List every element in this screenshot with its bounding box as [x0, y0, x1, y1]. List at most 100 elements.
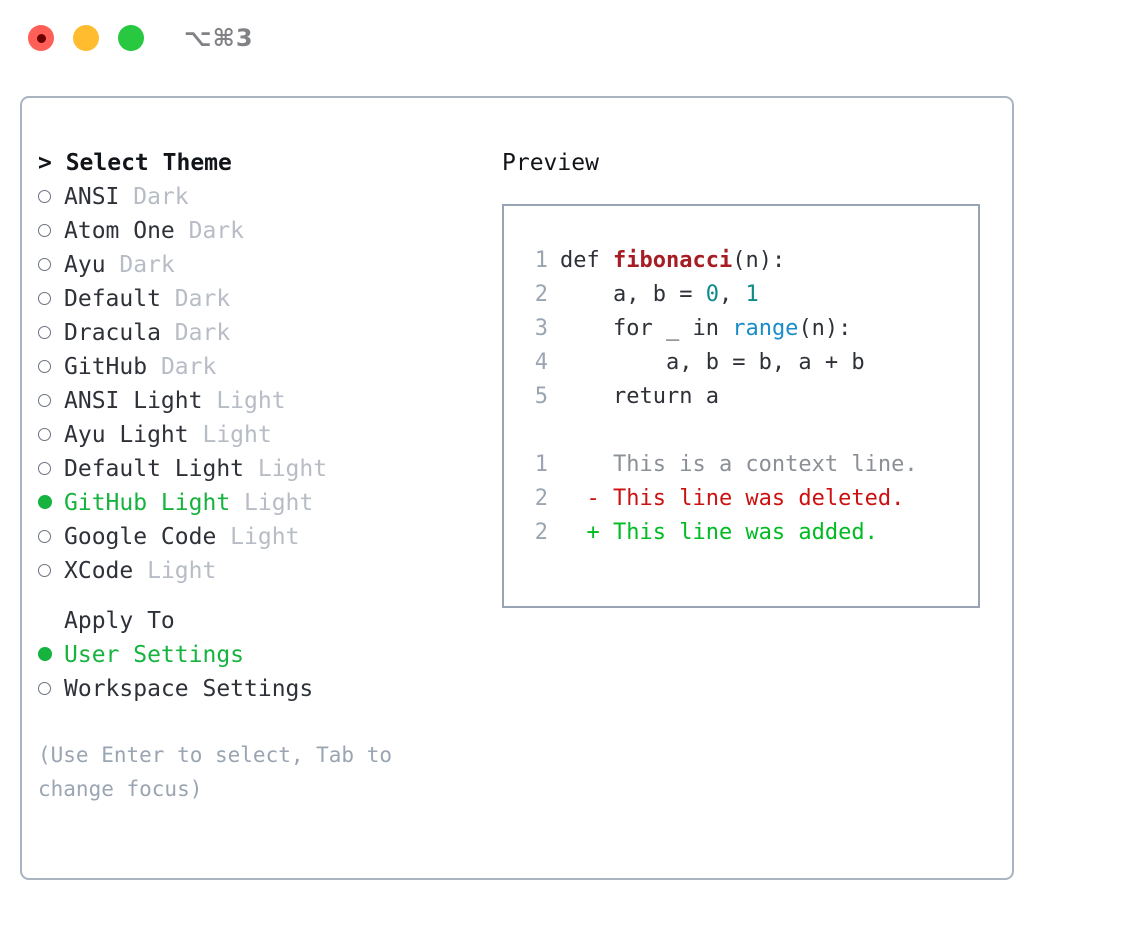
code-token-plain: return a: [612, 384, 719, 409]
theme-list-item[interactable]: Default Dark: [38, 282, 490, 316]
radio-unselected-icon: [38, 316, 64, 350]
radio-empty-glyph: [38, 360, 51, 373]
theme-name: ANSI: [64, 184, 120, 210]
radio-empty-glyph: [38, 326, 51, 339]
radio-empty-glyph: [38, 682, 51, 695]
theme-list-item[interactable]: Atom One Dark: [38, 214, 490, 248]
apply-to-option[interactable]: User Settings: [38, 638, 490, 672]
radio-empty-glyph: [38, 258, 51, 271]
keyboard-hint-text: (Use Enter to select, Tab to change focu…: [38, 743, 405, 801]
theme-list-item[interactable]: XCode Light: [38, 554, 490, 588]
theme-list-item[interactable]: Ayu Dark: [38, 248, 490, 282]
theme-list-item[interactable]: GitHub Dark: [38, 350, 490, 384]
radio-unselected-icon: [38, 452, 64, 486]
theme-name: Default: [64, 286, 161, 312]
code-token-plain: (n):: [798, 316, 852, 341]
theme-variant-badge: Dark: [119, 184, 189, 210]
maximize-button[interactable]: [118, 25, 144, 51]
code-line: 4 a, b = b, a + b: [526, 346, 978, 380]
theme-name: Google Code: [64, 524, 217, 550]
theme-variant-badge: Dark: [105, 252, 175, 278]
radio-empty-glyph: [38, 530, 51, 543]
theme-list-item[interactable]: Google Code Light: [38, 520, 490, 554]
radio-unselected-icon: [38, 248, 64, 282]
theme-variant-badge: Light: [133, 558, 217, 584]
record-indicator-icon: [36, 33, 46, 43]
diff-line-number: 1: [534, 452, 548, 477]
diff-sample: 1 This is a context line.2 - This line w…: [526, 448, 978, 550]
theme-name: GitHub: [64, 354, 148, 380]
theme-variant-badge: Light: [188, 422, 272, 448]
theme-list-item[interactable]: ANSI Dark: [38, 180, 490, 214]
theme-variant-badge: Light: [230, 490, 314, 516]
theme-variant-badge: Dark: [174, 218, 245, 244]
close-button[interactable]: [28, 25, 54, 51]
diff-line: 2 + This line was added.: [526, 516, 978, 550]
theme-list-item[interactable]: Default Light Light: [38, 452, 490, 486]
theme-name: Default Light: [64, 456, 245, 482]
line-number: 1: [534, 248, 548, 273]
radio-unselected-icon: [38, 554, 64, 588]
minimize-button[interactable]: [73, 25, 99, 51]
apply-to-header: Apply To: [64, 608, 175, 634]
apply-to-option[interactable]: Workspace Settings: [38, 672, 490, 706]
code-indent: [560, 316, 613, 341]
theme-name: Atom One: [64, 218, 175, 244]
code-line: 3 for _ in range(n):: [526, 312, 978, 346]
radio-unselected-icon: [38, 180, 64, 214]
theme-name: Ayu Light: [64, 422, 189, 448]
radio-empty-glyph: [38, 564, 51, 577]
code-token-plain: a, b =: [612, 282, 706, 307]
code-token-plain: ,: [718, 282, 746, 307]
diff-line-text: + This line was added.: [560, 520, 878, 545]
radio-empty-glyph: [38, 462, 51, 475]
radio-filled-glyph: [38, 495, 52, 509]
select-theme-header: > Select Theme: [38, 150, 232, 176]
theme-list-item[interactable]: ANSI Light Light: [38, 384, 490, 418]
diff-line-text: - This line was deleted.: [560, 486, 905, 511]
section-spacer: [38, 588, 490, 604]
code-token-call: range: [732, 316, 799, 341]
apply-to-label: User Settings: [64, 642, 245, 668]
theme-name: ANSI Light: [64, 388, 203, 414]
code-token-plain: def: [560, 248, 613, 273]
theme-variant-badge: Dark: [160, 320, 231, 346]
code-indent: [560, 282, 613, 307]
line-number: 2: [534, 282, 548, 307]
line-number: 5: [534, 384, 548, 409]
radio-empty-glyph: [38, 292, 51, 305]
title-bar: ⌥⌘3: [0, 0, 1140, 76]
code-indent: [560, 384, 613, 409]
theme-list-item[interactable]: GitHub Light Light: [38, 486, 490, 520]
code-token-num: 0: [705, 282, 719, 307]
code-diff-spacer: [526, 414, 978, 448]
apply-to-label: Workspace Settings: [64, 676, 314, 702]
theme-variant-badge: Dark: [160, 286, 231, 312]
diff-line-text: This is a context line.: [560, 452, 918, 477]
theme-name: GitHub Light: [64, 490, 231, 516]
code-token-plain: (n):: [732, 248, 786, 273]
code-line: 2 a, b = 0, 1: [526, 278, 978, 312]
code-indent: [560, 350, 666, 375]
radio-empty-glyph: [38, 394, 51, 407]
theme-variant-badge: Dark: [147, 354, 217, 380]
diff-line: 1 This is a context line.: [526, 448, 978, 482]
theme-list-item[interactable]: Dracula Dark: [38, 316, 490, 350]
radio-unselected-icon: [38, 350, 64, 384]
preview-title: Preview: [502, 150, 599, 176]
theme-name: XCode: [64, 558, 134, 584]
theme-list-item[interactable]: Ayu Light Light: [38, 418, 490, 452]
line-number: 3: [534, 316, 548, 341]
code-token-num: 1: [745, 282, 759, 307]
theme-variant-badge: Light: [216, 524, 300, 550]
radio-unselected-icon: [38, 672, 64, 706]
line-number: 4: [534, 350, 548, 375]
theme-name: Dracula: [64, 320, 161, 346]
